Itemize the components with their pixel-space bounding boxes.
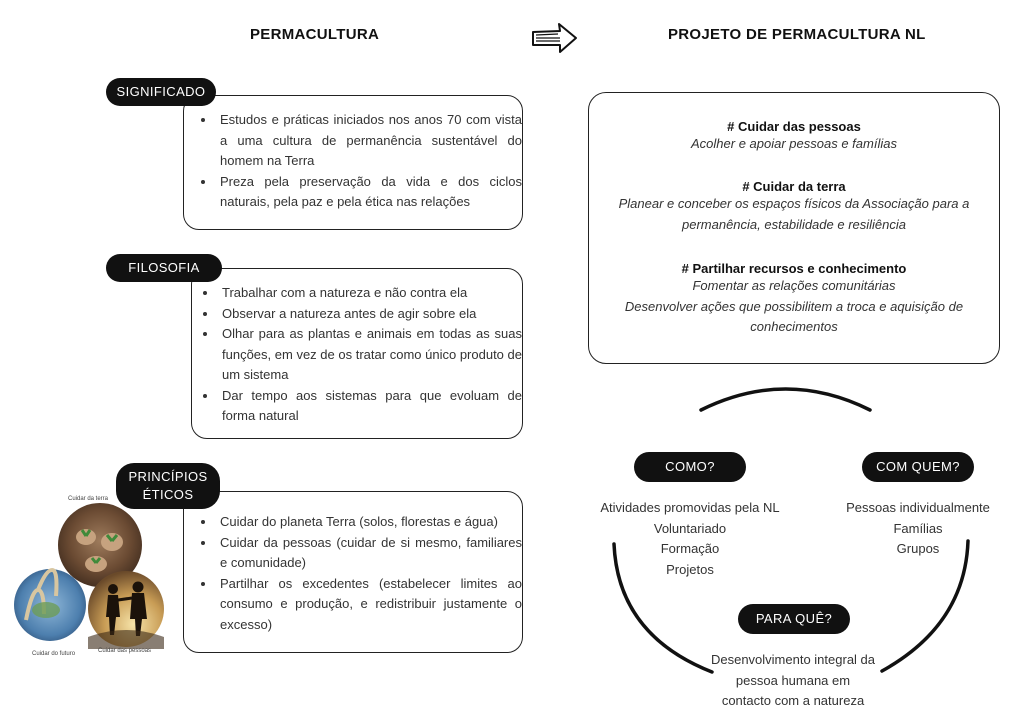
circle-label-terra: Cuidar da terra xyxy=(68,496,109,502)
list-item: Olhar para as plantas e animais em todas… xyxy=(218,324,522,386)
left-heading: PERMACULTURA xyxy=(250,26,380,43)
list-item: Dar tempo aos sistemas para que evoluam … xyxy=(218,386,522,427)
list-item: Partilhar os excedentes (estabelecer lim… xyxy=(216,574,522,636)
people-care-circle xyxy=(88,571,164,649)
block-line: Planear e conceber os espaços físicos da… xyxy=(618,196,970,211)
block-cuidar-terra: # Cuidar da terra Planear e conceber os … xyxy=(589,179,999,235)
project-box: # Cuidar das pessoas Acolher e apoiar pe… xyxy=(588,92,1000,364)
filosofia-box: Trabalhar com a natureza e não contra el… xyxy=(191,268,523,439)
significado-box: Estudos e práticas iniciados nos anos 70… xyxy=(183,95,523,230)
block-line: Acolher e apoiar pessoas e famílias xyxy=(691,136,897,151)
principios-box: Cuidar do planeta Terra (solos, floresta… xyxy=(183,491,523,653)
block-partilhar: # Partilhar recursos e conhecimento Fome… xyxy=(589,261,999,338)
circle-label-pessoas: Cuidar das pessoas xyxy=(98,648,152,654)
block-title: # Cuidar das pessoas xyxy=(727,119,861,134)
list-item: Trabalhar com a natureza e não contra el… xyxy=(218,283,522,304)
future-care-circle xyxy=(14,567,86,641)
com-quem-label: COM QUEM? xyxy=(862,452,974,482)
list-item: Grupos xyxy=(896,541,940,556)
significado-list: Estudos e práticas iniciados nos anos 70… xyxy=(192,110,522,213)
com-quem-list: Pessoas individualmente Famílias Grupos xyxy=(828,498,1008,560)
filosofia-label: FILOSOFIA xyxy=(106,254,222,282)
list-item: Estudos e práticas iniciados nos anos 70… xyxy=(216,110,522,172)
filosofia-list: Trabalhar com a natureza e não contra el… xyxy=(194,283,522,427)
circle-label-futuro: Cuidar do futuro xyxy=(32,651,76,657)
list-item: Cuidar da pessoas (cuidar de si mesmo, f… xyxy=(216,533,522,574)
para-que-label: PARA QUÊ? xyxy=(738,604,850,634)
right-heading: PROJETO DE PERMACULTURA NL xyxy=(668,26,926,43)
block-title: # Cuidar da terra xyxy=(742,179,846,194)
block-line: Fomentar as relações comunitárias xyxy=(692,278,896,293)
principios-list: Cuidar do planeta Terra (solos, floresta… xyxy=(192,512,522,635)
como-label: COMO? xyxy=(634,452,746,482)
list-item: Preza pela preservação da vida e dos cic… xyxy=(216,172,522,213)
care-circles-illustration xyxy=(14,503,164,649)
text-line: Desenvolvimento integral da xyxy=(710,652,876,667)
list-item: Pessoas individualmente xyxy=(846,500,990,515)
block-cuidar-pessoas: # Cuidar das pessoas Acolher e apoiar pe… xyxy=(589,119,999,155)
text-line: contacto com a natureza xyxy=(721,693,865,708)
principios-label: PRINCÍPIOS ÉTICOS xyxy=(116,463,220,509)
arrow-right-icon xyxy=(532,23,577,53)
list-item: Formação xyxy=(660,541,720,556)
list-item: Projetos xyxy=(666,561,714,577)
text-line: pessoa humana em xyxy=(735,672,851,688)
block-line: Desenvolver ações que possibilitem a tro… xyxy=(624,298,964,314)
como-list: Atividades promovidas pela NL Voluntaria… xyxy=(580,498,800,580)
significado-label: SIGNIFICADO xyxy=(106,78,216,106)
block-title: # Partilhar recursos e conhecimento xyxy=(681,261,907,276)
para-que-text: Desenvolvimento integral da pessoa human… xyxy=(690,650,896,712)
earth-care-circle xyxy=(58,503,142,587)
list-item: Famílias xyxy=(893,520,943,536)
list-item: Atividades promovidas pela NL xyxy=(600,500,780,515)
list-item: Cuidar do planeta Terra (solos, floresta… xyxy=(216,512,522,533)
principios-label-line2: ÉTICOS xyxy=(142,487,194,502)
list-item: Observar a natureza antes de agir sobre … xyxy=(218,304,522,325)
list-item: Voluntariado xyxy=(653,520,727,536)
block-line: conhecimentos xyxy=(750,319,838,334)
principios-label-line1: PRINCÍPIOS xyxy=(128,469,208,485)
top-arc xyxy=(699,387,872,412)
block-line: permanência, estabilidade e resiliência xyxy=(681,216,907,232)
